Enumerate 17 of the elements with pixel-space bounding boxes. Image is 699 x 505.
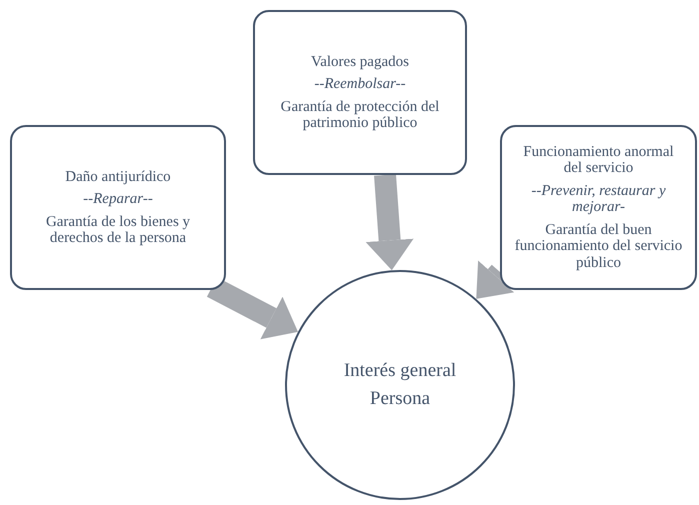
block-arrow [476,260,514,299]
heading-text: Daño antijurídico [65,168,171,185]
circle-node [285,270,515,500]
body-text: Garantía del buen funcionamiento del servicio público [514,222,683,272]
body-text: Garantía de protección del patrimonio público [280,98,440,132]
action-text: --Reparar-- [83,191,153,208]
body-text: Persona [370,387,430,411]
heading-text: Valores pagados [311,54,409,70]
body-text: Garantía de los bienes y derechos de la persona [44,214,192,246]
heading-text: Interés general [344,358,456,382]
rounded-box [10,125,226,290]
action-text: --Reembolsar-- [314,76,406,92]
action-text: --Prevenir, restaurar y mejorar- [530,182,667,216]
block-arrow [366,174,414,270]
rounded-box [253,10,467,175]
rounded-box [500,125,697,290]
heading-text: Funcionamiento anormal del servicio [522,144,675,177]
